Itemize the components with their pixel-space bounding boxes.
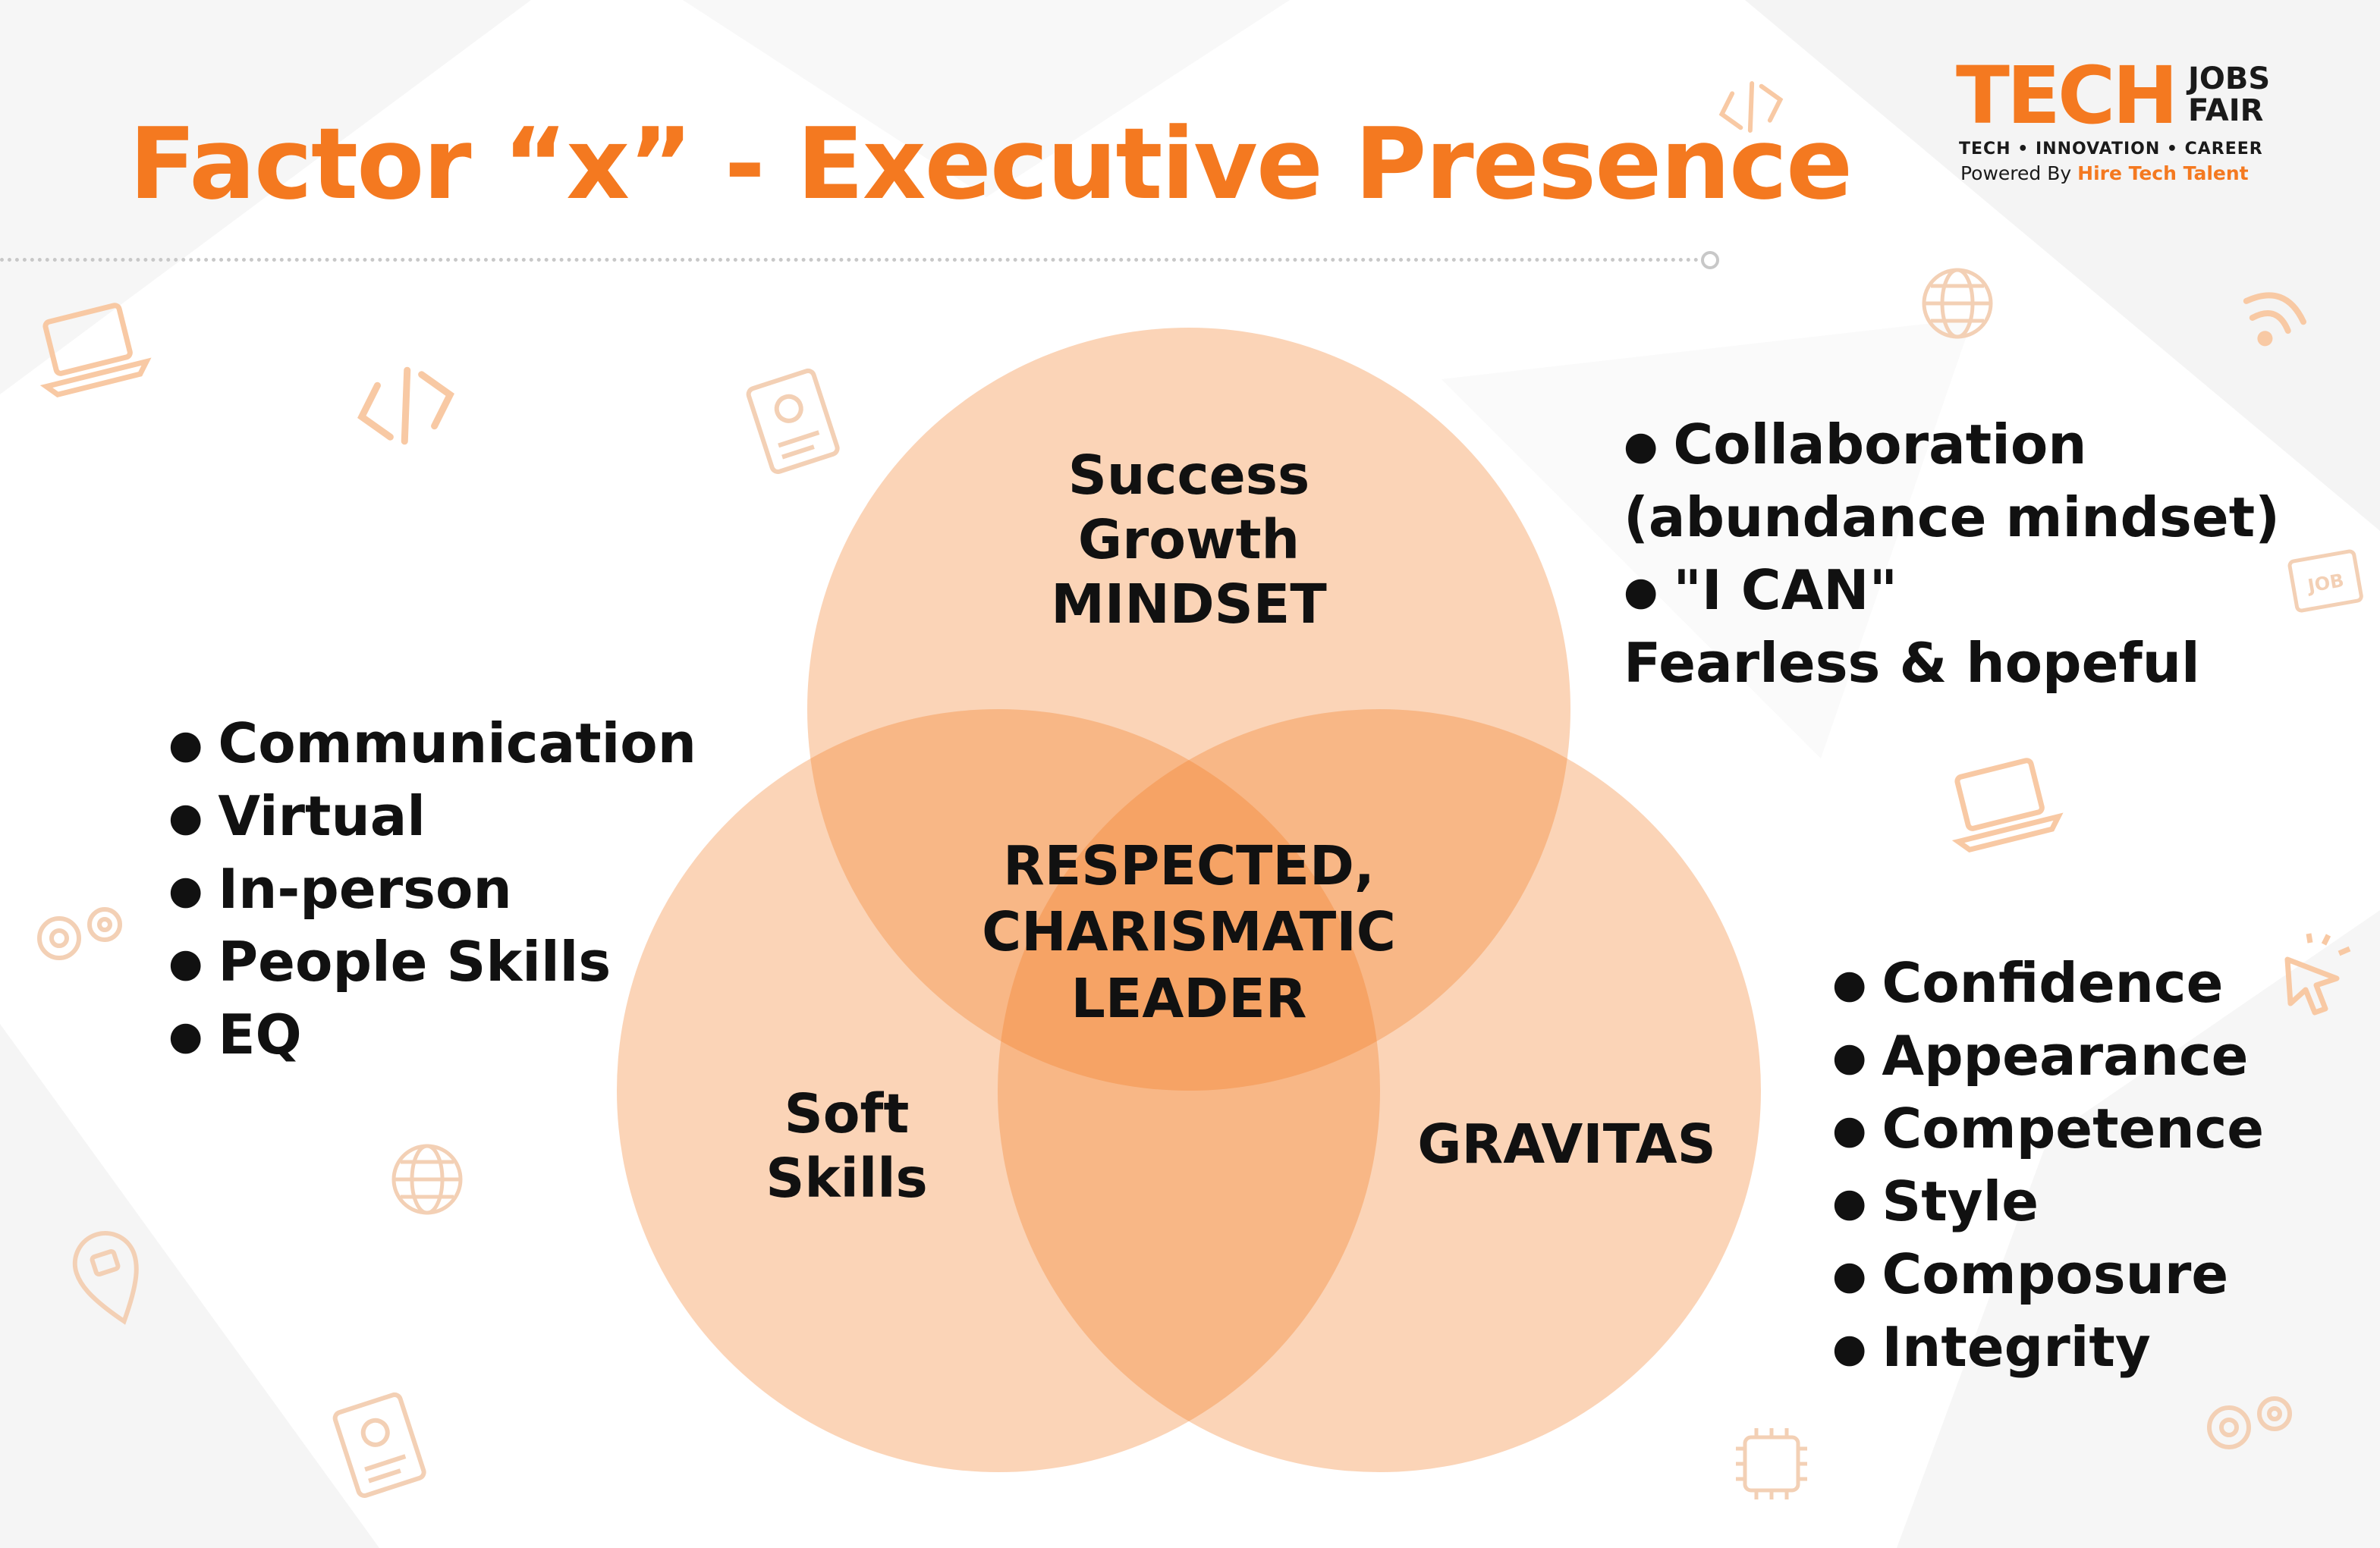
resume-icon	[746, 368, 840, 474]
list-item: Confidence	[1832, 950, 2264, 1022]
list-item: Composure	[1832, 1241, 2264, 1314]
logo-tagline: TECH • INNOVATION • CAREER	[1959, 140, 2263, 159]
venn-label-line: Skills	[766, 1147, 928, 1210]
wifi-icon	[2243, 292, 2307, 347]
code-icon	[357, 366, 454, 445]
list-item: People Skills	[168, 928, 696, 1001]
venn-center-label: RESPECTED, CHARISMATIC LEADER	[923, 833, 1454, 1031]
list-item-continuation: (abundance mindset)	[1624, 485, 2281, 549]
list-item: Competence	[1832, 1095, 2264, 1168]
gear-icon	[37, 907, 122, 960]
cursor-click-icon	[2284, 933, 2351, 1016]
logo-jobs-word: JOBS	[2188, 61, 2271, 96]
logo-powered-prefix: Powered By	[1960, 162, 2072, 184]
chip-icon	[1736, 1428, 1807, 1499]
job-icon: JOB	[2287, 549, 2363, 613]
mindset-list: Collaboration (abundance mindset) "I CAN…	[1624, 411, 2280, 702]
logo-powered-brand: Hire Tech Talent	[2077, 162, 2249, 184]
list-item: "I CAN"	[1624, 557, 2280, 630]
resume-icon	[332, 1392, 426, 1498]
globe-icon	[1922, 268, 1993, 339]
list-item: Style	[1832, 1168, 2264, 1241]
venn-label-line: Growth	[1077, 508, 1300, 572]
laptop-icon	[1951, 758, 2064, 853]
venn-center-line: CHARISMATIC	[982, 900, 1396, 964]
globe-icon	[391, 1144, 463, 1215]
soft-skills-list: Communication Virtual In-person People S…	[168, 710, 696, 1074]
list-item: Virtual	[168, 783, 696, 856]
venn-circle-soft-skills	[617, 709, 1380, 1472]
logo-fair-word: FAIR	[2188, 93, 2264, 128]
venn-circle-mindset	[807, 328, 1570, 1091]
list-item: In-person	[168, 856, 696, 928]
venn-label-gravitas: GRAVITAS	[1388, 1112, 1745, 1176]
venn-label-line: GRAVITAS	[1417, 1113, 1716, 1176]
gravitas-list: Confidence Appearance Competence Style C…	[1832, 950, 2264, 1386]
venn-label-line: Soft	[784, 1082, 910, 1145]
venn-label-line: Success	[1067, 444, 1310, 507]
venn-label-line: MINDSET	[1051, 573, 1327, 636]
brand-logo[interactable]: TECH JOBS FAIR TECH • INNOVATION • CAREE…	[1956, 56, 2282, 190]
venn-circle-gravitas	[998, 709, 1761, 1472]
list-item-continuation: Fearless & hopeful	[1624, 631, 2200, 695]
list-item: Integrity	[1832, 1314, 2264, 1386]
list-item: Appearance	[1832, 1022, 2264, 1095]
list-item: Collaboration	[1624, 411, 2280, 484]
logo-powered-by: Powered By Hire Tech Talent	[1960, 162, 2249, 184]
venn-label-mindset: Success Growth MINDSET	[961, 443, 1416, 637]
divider-endpoint	[1701, 251, 1719, 269]
list-item: EQ	[168, 1001, 696, 1074]
title-divider	[0, 258, 1699, 262]
venn-center-line: LEADER	[1071, 966, 1307, 1030]
page-title: Factor “x” - Executive Presence	[129, 106, 1853, 221]
venn-label-soft-skills: Soft Skills	[695, 1082, 998, 1210]
logo-tech-word: TECH	[1956, 49, 2178, 142]
gear-icon	[2207, 1396, 2292, 1449]
venn-center-line: RESPECTED,	[1003, 834, 1375, 897]
list-item: Communication	[168, 710, 696, 783]
location-pin-icon	[72, 1231, 139, 1325]
code-icon	[1718, 81, 1784, 133]
laptop-icon	[39, 303, 152, 398]
